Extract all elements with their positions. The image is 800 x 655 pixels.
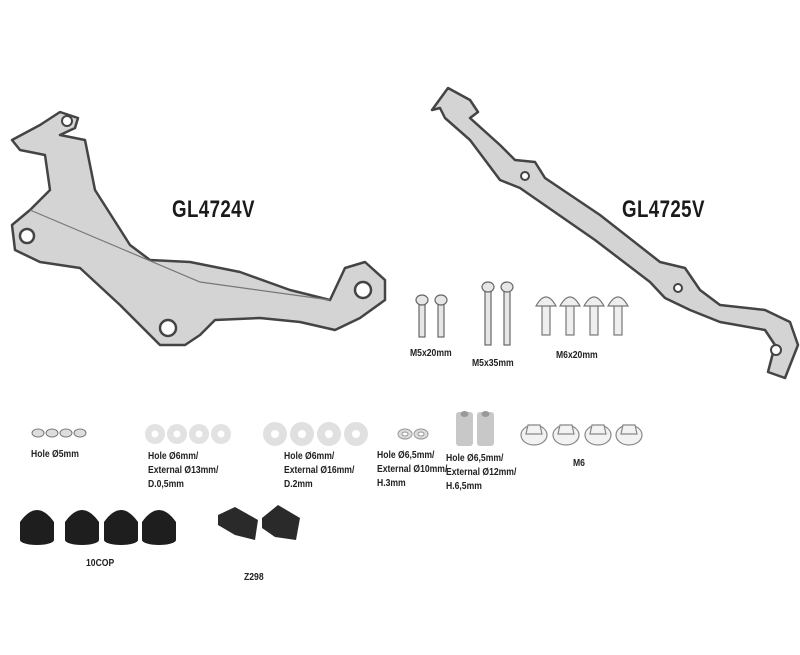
bracket-gl4725v [430,86,800,380]
product-code-gl4725v: GL4725V [622,196,705,223]
label-washer-5mm: Hole Ø5mm [31,448,79,460]
spacers-12mm [456,411,494,446]
label-m5x35: M5x35mm [472,357,514,369]
label-m5x20: M5x20mm [410,347,452,359]
washers-13mm [145,424,231,444]
label-washer-16mm: Hole Ø6mm/ External Ø16mm/ D.2mm [284,450,355,490]
product-code-gl4724v: GL4724V [172,196,255,223]
pads-z298 [218,505,300,540]
caps-10cop [20,510,176,545]
washers-16mm [263,422,368,446]
label-m6x20: M6x20mm [556,349,598,361]
screws-m5x20 [415,294,448,338]
bracket-gl4724v [10,110,387,347]
label-caps-10cop: 10COP [86,557,115,569]
label-washer-13mm: Hole Ø6mm/ External Ø13mm/ D.0,5mm [148,450,219,490]
nuts-m6 [520,424,643,446]
screws-m5x35 [481,281,514,346]
washers-5mm [31,428,87,438]
label-spacer-10mm: Hole Ø6,5mm/ External Ø10mm/ H.3mm [377,449,448,489]
label-pads-z298: Z298 [244,571,264,583]
label-nuts-m6: M6 [573,457,585,469]
spacers-10mm [397,428,429,440]
screws-m6x20 [534,296,630,336]
label-spacer-12mm: Hole Ø6,5mm/ External Ø12mm/ H.6,5mm [446,452,517,492]
